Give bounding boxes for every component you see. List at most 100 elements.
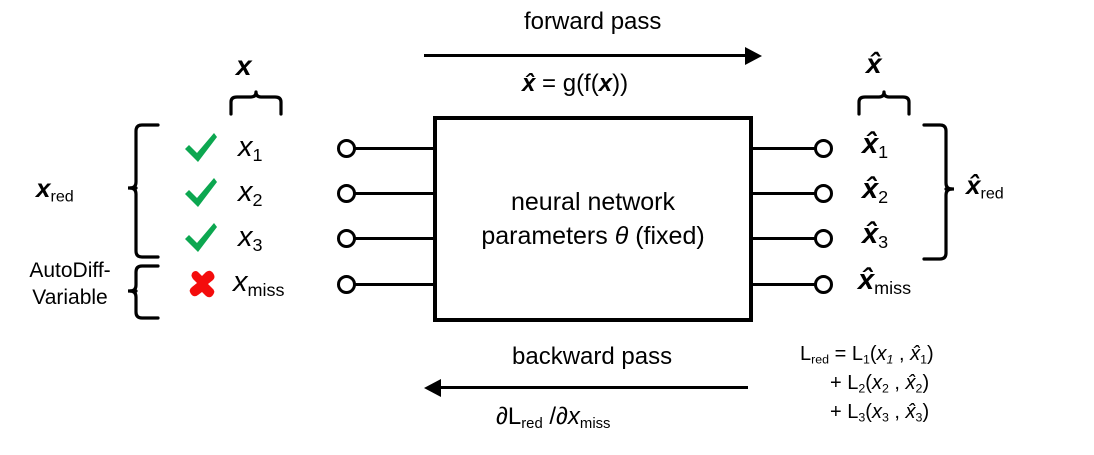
input-node-2 [337,184,356,203]
loss-l1-a-sub: 1 [886,352,894,367]
input-symbol-x2-base: x [238,176,253,208]
output-symbol-x2-sub: 2 [878,187,889,208]
loss-l3-open: ( [865,401,872,424]
input-symbol-xmiss: xmiss [233,266,284,300]
input-symbol-xmiss-base: x [233,266,248,298]
loss-l3-b-sub: 3 [915,410,923,425]
x-red-sub: red [50,187,74,206]
check-icon [185,223,217,252]
backward-pass-equation: ∂Lred /∂xmiss [496,405,611,432]
output-node-1 [814,139,833,158]
autodiff-brace [128,264,160,320]
x-hat-red-sub: red [980,184,1004,203]
loss-l2-close: ) [922,372,930,395]
output-node-4 [814,275,833,294]
output-symbol-x3-base: x̂ [862,218,879,250]
forward-pass-equation: x̂ = g(f(x)) [522,72,628,96]
input-node-1 [337,139,356,158]
output-wire-1 [751,147,823,151]
loss-l3-close: ) [922,401,930,424]
loss-l2-b: x̂ [905,372,916,395]
output-symbol-xmiss-base: x̂ [858,264,875,296]
loss-l1-head: L [800,343,812,365]
output-symbol-x1-sub: 1 [878,142,889,163]
input-vector-label: x [236,50,252,81]
check-icon [185,178,217,207]
backward-pass-label: backward pass [512,343,673,370]
loss-l1-head-sub: red [811,352,830,367]
loss-l2-eq-sub: 2 [858,381,866,396]
network-box-line-1: neural network [511,187,675,216]
x-hat-red-brace [922,123,954,261]
backward-eq-var: x [567,403,580,430]
check-icon [185,133,217,162]
backward-eq-dL: ∂L [496,403,522,430]
forward-equation-lhs: x̂ [522,70,536,97]
loss-l2-comma: , [888,372,906,395]
input-wire-3 [355,237,435,241]
network-box-params-text: parameters [481,222,615,250]
loss-l3-a-sub: 3 [881,410,889,425]
output-wire-2 [751,192,823,196]
backward-eq-mid: /∂ [542,403,568,430]
input-symbol-x3-sub: 3 [252,235,263,256]
loss-l1-b: x̂ [910,343,921,365]
cross-icon [189,270,215,298]
input-node-4 [337,275,356,294]
neural-network-box: neural network parameters θ (fixed) [433,116,753,322]
forward-equation-rhs: = g(f(x)) [542,70,629,97]
output-symbol-x3-sub: 3 [878,232,889,253]
input-wire-1 [355,147,435,151]
loss-l2-head: + [830,372,842,395]
x-hat-red-base: x̂ [966,170,981,200]
x-red-brace [128,123,160,259]
x-red-label: xred [36,175,74,205]
output-wire-4 [751,283,823,287]
autodiff-line-1: AutoDiff- [29,259,111,282]
output-symbol-x2: x̂2 [862,173,889,208]
loss-l2-eq: L [841,372,859,395]
output-node-3 [814,229,833,248]
forward-pass-label: forward pass [524,8,662,35]
output-symbol-xmiss-sub: miss [874,278,912,299]
loss-l1-b-sub: 1 [920,352,928,367]
input-symbol-x1-sub: 1 [252,145,263,166]
output-wire-3 [751,237,823,241]
input-node-3 [337,229,356,248]
loss-l3-eq-sub: 3 [858,410,866,425]
loss-equation-line-1: Lred = L1(x1 , x̂1) [800,340,934,369]
backward-eq-sub-miss: miss [579,416,611,433]
loss-l1-eq-sub: 1 [862,352,870,367]
backward-eq-sub-red: red [521,416,543,433]
input-symbol-x1-base: x [238,131,253,163]
input-symbol-x2-sub: 2 [252,190,263,211]
backward-pass-arrow-line [438,386,748,390]
output-symbol-x3: x̂3 [862,218,889,253]
loss-l1-eq: = L [829,343,863,365]
input-brace-top [229,90,283,116]
output-symbol-xmiss: x̂miss [858,264,912,299]
output-symbol-x2-base: x̂ [862,173,879,205]
loss-equation: Lred = L1(x1 , x̂1) + L2(x2 , x̂2) + L3(… [800,340,934,427]
autodiff-line-2: Variable [32,285,108,309]
output-symbol-x1-base: x̂ [862,128,879,160]
loss-l2-a-sub: 2 [881,381,889,396]
loss-l3-head: + [830,401,842,424]
loss-l3-b: x̂ [905,401,916,424]
loss-l2-open: ( [865,372,872,395]
forward-pass-arrow-head [745,47,762,65]
input-symbol-x1: x1 [238,131,263,166]
input-wire-4 [355,283,435,287]
loss-l1-close: ) [927,343,934,365]
loss-equation-line-2: + L2(x2 , x̂2) [800,369,934,398]
forward-pass-arrow-line [424,54,746,58]
backward-pass-arrow-head [424,379,441,397]
network-box-fixed-text: (fixed) [628,222,705,250]
loss-equation-line-3: + L3(x3 , x̂3) [800,398,934,427]
output-node-2 [814,184,833,203]
loss-l2-a: x [871,372,882,395]
x-red-base: x [36,173,51,203]
loss-l2-b-sub: 2 [915,381,923,396]
loss-l1-open: ( [869,343,877,365]
